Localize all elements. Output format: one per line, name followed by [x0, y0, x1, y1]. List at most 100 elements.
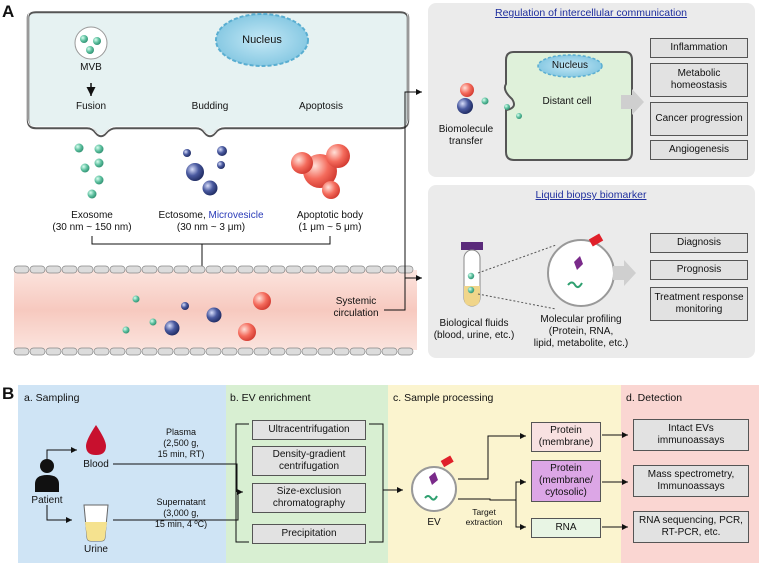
biopsy-arrow [613, 260, 636, 286]
vessel-cell [109, 347, 126, 356]
target-label-1: Target [472, 507, 496, 517]
method-size-exclusion: Size-exclusion chromatography [252, 483, 366, 513]
vessel-cell [189, 347, 206, 356]
vessel-cell [45, 347, 62, 356]
nucleus-label: Nucleus [242, 34, 282, 46]
processing-title: c. Sample processing [393, 392, 494, 404]
outcome-metabolic: Metabolic homeostasis [650, 63, 748, 97]
vessel-cell [109, 265, 126, 274]
exosome-size: (30 nm ~ 150 nm) [52, 222, 132, 233]
vessel-cell [157, 265, 174, 274]
vessel-wall-bottom [13, 347, 414, 356]
vessel-cell [221, 347, 238, 356]
plasma-label-2: (2,500 g, [163, 438, 199, 448]
vessel-cell [157, 347, 174, 356]
vessel-cell [253, 347, 270, 356]
ectosome-label: Ectosome, Microvesicle [158, 210, 263, 222]
enrichment-title: b. EV enrichment [230, 392, 311, 404]
vessel-cell [45, 265, 62, 274]
profiling-label-3: lipid, metabolite, etc.) [533, 338, 629, 349]
ectosome-size: (30 nm ~ 3 μm) [176, 222, 246, 233]
vessel-cell [285, 265, 302, 274]
regulation-arrow [621, 89, 644, 115]
vessel-cell [141, 347, 158, 356]
vessel-cell [317, 347, 334, 356]
regulation-title: Regulation of intercellular communicatio… [494, 7, 688, 19]
detection-rna-seq: RNA sequencing, PCR, RT-PCR, etc. [633, 511, 749, 543]
vessel-cell [77, 347, 94, 356]
distant-nucleus [537, 54, 603, 78]
vessel-cell [333, 347, 350, 356]
blood-drop [86, 425, 106, 455]
mvb-label: MVB [80, 62, 102, 73]
panel-b-label: B [2, 384, 15, 403]
method-density-gradient: Density-gradient centrifugation [252, 446, 366, 476]
vessel-cell [269, 347, 286, 356]
vessel-cell [333, 265, 350, 274]
method-precipitation: Precipitation [252, 524, 366, 544]
vessel-particles [122, 292, 271, 341]
vessel-cell [61, 265, 78, 274]
target-label-2: extraction [465, 517, 503, 527]
distant-nucleus-label: Nucleus [551, 60, 589, 71]
biomolecule-label-2: transfer [449, 136, 483, 147]
patient-label: Patient [31, 495, 63, 506]
detection-mass-spec: Mass spectrometry, Immunoassays [633, 465, 749, 497]
ev-particle [411, 466, 457, 512]
vessel-cell [125, 347, 142, 356]
biopsy-title: Liquid biopsy biomarker [535, 189, 647, 201]
vessel-cell [189, 265, 206, 274]
vessel-cell [141, 265, 158, 274]
rna-box: RNA [531, 518, 601, 538]
apoptotic-label: Apoptotic body [296, 210, 364, 221]
ev-label: EV [427, 517, 441, 528]
vessel-cell [205, 347, 222, 356]
donor-cell [26, 10, 410, 138]
vessel-cell [317, 265, 334, 274]
sampling-bg [18, 385, 226, 563]
vessel-cell [29, 347, 46, 356]
distant-cell-label: Distant cell [542, 96, 592, 107]
vessel-cell [365, 265, 382, 274]
enrichment-bracket-left [235, 423, 249, 543]
systemic-label-2: circulation [333, 308, 379, 319]
vessel-cell [349, 265, 366, 274]
urine-label: Urine [84, 544, 108, 555]
protein-membrane-box: Protein (membrane) [531, 422, 601, 452]
fusion-label: Fusion [75, 101, 107, 112]
outcome-inflammation: Inflammation [650, 38, 748, 58]
panel-a-label: A [2, 2, 15, 21]
vessel-cell [253, 265, 270, 274]
merge-bracket [91, 236, 331, 245]
ectosome-text: Ectosome, [158, 210, 209, 221]
supernatant-label-3: 15 min, 4 ºC) [154, 519, 208, 529]
vessel-cell [13, 347, 30, 356]
patient-head [40, 459, 54, 473]
systemic-label-1: Systemic [335, 296, 377, 307]
exosomes [74, 143, 104, 199]
vessel-cell [237, 265, 254, 274]
vessel-cell [29, 265, 46, 274]
detection-title: d. Detection [626, 392, 683, 404]
vessel-cell [173, 265, 190, 274]
profiling-label-1: Molecular profiling [540, 314, 622, 325]
apoptotic-bodies [291, 144, 350, 199]
vessel-cell [173, 347, 190, 356]
donor-nucleus [215, 13, 309, 67]
patient-body [35, 475, 59, 492]
fluids-label-2: (blood, urine, etc.) [433, 330, 515, 341]
outcome-treatment: Treatment response monitoring [650, 287, 748, 321]
outcome-prognosis: Prognosis [650, 260, 748, 280]
profiling-label-2: (Protein, RNA, [548, 326, 614, 337]
vessel-cell [365, 347, 382, 356]
tube-cap [461, 242, 483, 250]
vessel-cell [397, 347, 414, 356]
outcome-diagnosis: Diagnosis [650, 233, 748, 253]
vessel-cell [237, 347, 254, 356]
vessel-cell [93, 265, 110, 274]
vessel-cell [269, 265, 286, 274]
enrichment-bracket-right [369, 423, 384, 543]
plasma-label-3: 15 min, RT) [157, 449, 205, 459]
distant-cell [503, 51, 633, 161]
vessel-cell [349, 347, 366, 356]
